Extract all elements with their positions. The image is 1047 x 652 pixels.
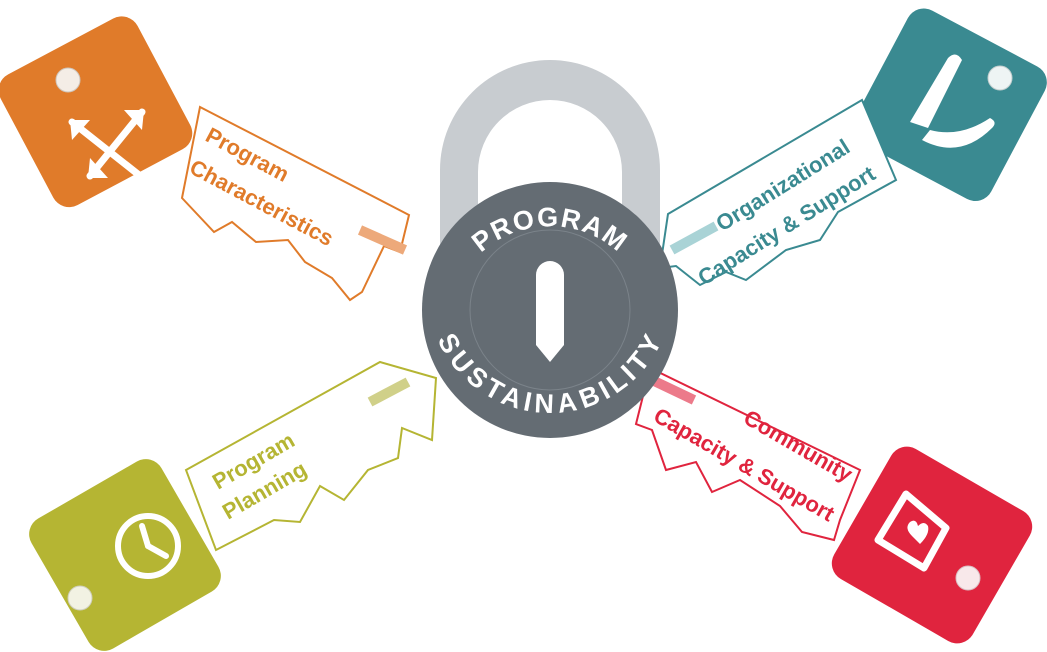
key-tag-orange [0,16,193,208]
key-tag-red [831,446,1033,644]
key-hole-red [955,565,981,591]
arrows-icon [68,108,162,194]
house-heart-icon [874,490,950,572]
key-hole-orange [55,67,81,93]
padlock-inner-ring [469,229,631,391]
key-organizational-capacity: Organizational Capacity & Support [658,8,1047,290]
key-program-planning: Program Planning [29,360,438,651]
clock-icon [115,513,181,579]
key-tag-teal [852,8,1047,202]
key-groove-orange [357,225,408,255]
key-community-capacity: Community Capacity & Support [634,366,1033,644]
key-program-characteristics: Program Characteristics [0,16,411,302]
keyhole-icon [536,261,564,362]
key-hole-teal [987,65,1013,91]
key-blade-red [634,366,862,542]
key-groove-olive [367,377,411,407]
key-groove-teal [669,221,719,255]
padlock-shackle [440,60,660,250]
key-groove-red [649,375,697,405]
padlock: PROGRAM SUSTAINABILITY [422,60,678,438]
hands-icon [910,54,995,148]
key-hole-olive [67,585,93,611]
key-blade-olive [184,360,438,552]
